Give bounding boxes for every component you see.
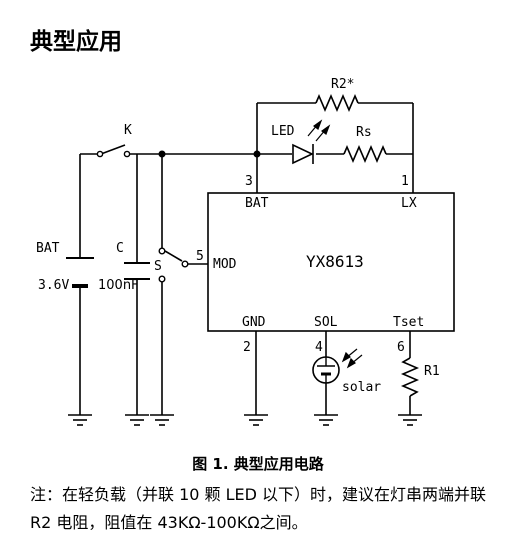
switch-s-contact xyxy=(158,275,166,283)
pin-mod-label: MOD xyxy=(213,257,237,272)
switch-k-contact xyxy=(123,150,131,158)
pin-lx-label: LX xyxy=(401,196,417,211)
switch-s-blade xyxy=(164,250,183,262)
chip-body xyxy=(207,192,455,332)
pin-mod-number: 5 xyxy=(196,249,204,264)
solar-light-arrows xyxy=(341,348,363,369)
pin-lx-number: 1 xyxy=(401,174,409,189)
r2-label: R2* xyxy=(331,77,354,92)
switch-s-contact xyxy=(181,260,189,268)
led-emission-arrows xyxy=(307,119,331,142)
r1-resistor xyxy=(400,357,420,397)
chip-name: YX8613 xyxy=(306,252,364,271)
page-title: 典型应用 xyxy=(30,29,122,55)
r2-resistor xyxy=(315,93,359,113)
pin-bat-number: 3 xyxy=(245,174,253,189)
junction-dot xyxy=(158,150,166,158)
ground-icon xyxy=(150,414,174,426)
r1-label: R1 xyxy=(424,364,440,379)
capacitor-label: C xyxy=(116,241,124,256)
ground-icon xyxy=(314,414,338,426)
rs-label: Rs xyxy=(356,125,372,140)
led-label: LED xyxy=(271,124,295,139)
switch-s-contact xyxy=(158,247,166,255)
switch-k-contact xyxy=(96,150,104,158)
ground-icon xyxy=(125,414,149,426)
ground-icon xyxy=(398,414,422,426)
pin-gnd-number: 2 xyxy=(243,340,251,355)
pin-sol-label: SOL xyxy=(314,315,338,330)
switch-k-blade xyxy=(100,144,126,155)
ground-icon xyxy=(68,414,92,426)
figure-caption: 图 1. 典型应用电路 xyxy=(192,455,324,473)
pin-tset-number: 6 xyxy=(397,340,405,355)
pin-bat-label: BAT xyxy=(245,196,269,211)
switch-k-label: K xyxy=(124,123,132,138)
switch-s-label: S xyxy=(154,259,162,274)
battery-value: 3.6V xyxy=(38,278,69,293)
circuit-schematic: YX8613 3 BAT 1 LX 5 MOD GND 2 SOL 4 Tset… xyxy=(36,77,455,426)
ground-icon xyxy=(244,414,268,426)
junction-dot xyxy=(253,150,261,158)
rs-resistor xyxy=(343,144,387,164)
pin-gnd-label: GND xyxy=(242,315,266,330)
battery-label: BAT xyxy=(36,241,60,256)
led-symbol xyxy=(292,143,314,165)
note-text: 注：在轻负载（并联 10 颗 LED 以下）时，建议在灯串两端并联 R2 电阻，… xyxy=(30,485,487,532)
solar-label: solar xyxy=(342,380,381,395)
pin-sol-number: 4 xyxy=(315,340,323,355)
pin-tset-label: Tset xyxy=(393,315,424,330)
capacitor-value: 100nF xyxy=(98,278,139,293)
